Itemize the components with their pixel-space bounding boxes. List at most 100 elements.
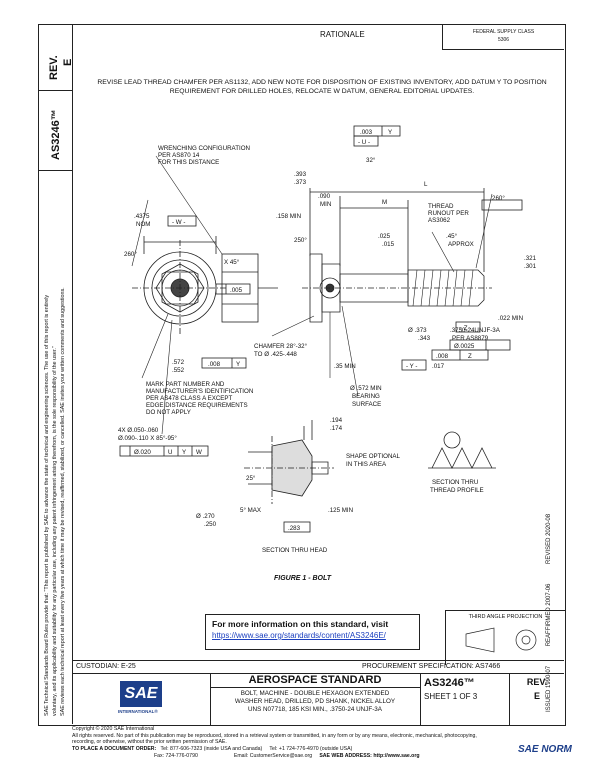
doc-number-box (38, 90, 72, 171)
dim-4375: .4375 (134, 213, 150, 220)
standard-cell: AEROSPACE STANDARD BOLT, MACHINE - DOUBL… (210, 673, 421, 725)
bearing-3: SURFACE (352, 401, 381, 408)
legal-line: SAE Technical Standards Board Rules prov… (44, 294, 50, 716)
section-head-view (244, 420, 334, 533)
dim-m: M (382, 199, 387, 206)
drawing-frame (38, 24, 566, 726)
rationale-heading: RATIONALE (320, 30, 365, 39)
dim-l: L (424, 181, 428, 188)
wrenching-note-3: FOR THIS DISTANCE (158, 159, 219, 166)
legal-line: voluntary, and its applicability and sui… (52, 346, 58, 716)
holes-fcf-w: W (196, 449, 202, 456)
mark-note-4: EDGE DISTANCE REQUIREMENTS (146, 402, 248, 409)
dim-125: .125 MIN (328, 507, 353, 514)
standard-description: BOLT, MACHINE - DOUBLE HEXAGON EXTENDED … (210, 688, 420, 714)
rights-notice: All rights reserved. No part of this pub… (72, 732, 477, 739)
tel-outside: Tel: +1 724-776-4970 (outside USA) (269, 746, 353, 752)
rev-label: REV. (48, 55, 60, 80)
mark-note-5: DO NOT APPLY (146, 409, 191, 416)
dim-174: .174 (330, 425, 343, 432)
third-angle-label: THIRD ANGLE PROJECTION (468, 614, 543, 620)
chamfer-note-2: TO Ø .425-.448 (254, 351, 297, 358)
angle-32: 32° (366, 157, 376, 164)
custodian: CUSTODIAN: E-25 (76, 663, 136, 670)
more-info-box: For more information on this standard, v… (205, 614, 420, 650)
dim-373: .373 (294, 179, 307, 186)
dim-5max: 5° MAX (240, 507, 261, 514)
doc-number-vertical: AS3246™ (50, 109, 62, 160)
angle-250: 250° (294, 237, 307, 244)
order-contacts: TO PLACE A DOCUMENT ORDER: Tel: 877-606-… (72, 746, 564, 759)
fcf-008b-datum: Z (468, 353, 472, 360)
top-fcf-datum: Y (388, 129, 392, 136)
thread-runout-2: RUNOUT PER (428, 210, 469, 217)
third-angle-projection: THIRD ANGLE PROJECTION (445, 610, 565, 665)
tel-inside: Tel: 877-606-7323 (inside USA and Canada… (160, 746, 263, 752)
thread-runout-1: THREAD (428, 203, 454, 210)
flange-side-view (221, 253, 278, 323)
dim-393: .393 (294, 171, 307, 178)
dim-017: .017 (432, 363, 445, 370)
dim-301: .301 (524, 263, 537, 270)
web-address[interactable]: SAE WEB ADDRESS: http://www.sae.org (319, 752, 420, 759)
rev-box (38, 24, 72, 91)
left-column (38, 24, 73, 724)
holes-fcf-u: U (168, 449, 172, 456)
thread-spec-1: .3750-24UNJF-3A (450, 327, 501, 334)
footer: Copyright © 2020 SAE International All r… (72, 726, 564, 776)
sae-logo-cell: SAE INTERNATIONAL® (72, 673, 211, 725)
datum-u: - U - (358, 139, 370, 146)
desc-line: BOLT, MACHINE - DOUBLE HEXAGON EXTENDED (240, 690, 390, 697)
top-dimensions (119, 125, 523, 457)
standard-title: AEROSPACE STANDARD (210, 673, 420, 688)
datum-w: - W - (172, 219, 185, 226)
bearing-1: Ø .572 MIN (350, 385, 382, 392)
mark-note-2: MANUFACTURER'S IDENTIFICATION (146, 388, 253, 395)
dim-343: .343 (418, 335, 431, 342)
rev-label-bottom: REV. (526, 677, 548, 687)
angle-45-approx-2: APPROX (448, 241, 474, 248)
supply-class-label: FEDERAL SUPPLY CLASS (472, 29, 535, 35)
bolt-body (302, 253, 492, 323)
dim-nom: NOM (136, 221, 150, 228)
dim-090: .090 (318, 193, 331, 200)
doc-number-cell: AS3246™ SHEET 1 OF 3 (420, 673, 510, 725)
fcf-0025: Ø.0025 (454, 343, 475, 350)
procurement-spec: PROCUREMENT SPECIFICATION: AS7466 (362, 663, 501, 670)
desc-line: WASHER HEAD, DRILLED, PD SHANK, NICKEL A… (234, 698, 396, 705)
dim-025: .025 (378, 233, 391, 240)
email[interactable]: Email: CustomerService@sae.org (233, 752, 313, 759)
shape-note-1: SHAPE OPTIONAL (346, 453, 401, 460)
dim-35: .35 MIN (334, 363, 356, 370)
title-block: CUSTODIAN: E-25 PROCUREMENT SPECIFICATIO… (72, 660, 564, 725)
rev-value-bottom: E (533, 691, 540, 701)
fcf-005: .005 (230, 287, 243, 294)
dim-022: .022 MIN (498, 315, 523, 322)
dim-270: Ø .270 (196, 513, 215, 520)
fax: Fax: 724-776-0790 (154, 752, 198, 759)
rev-value: E (62, 58, 74, 66)
dim-321: .321 (524, 255, 537, 262)
leader-lines (131, 155, 493, 435)
angle-260a: 260° (124, 251, 137, 258)
rev-cell: REV. E (510, 673, 564, 725)
supply-class-value: 5306 (497, 37, 510, 43)
desc-line: UNS N07718, 185 KSI MIN., .3750-24 UNJF-… (247, 706, 383, 713)
supply-class-box: FEDERAL SUPPLY CLASS 5306 (442, 24, 564, 50)
holes-fcf-tol: Ø.020 (134, 449, 151, 456)
angle-45-approx-1: .45° (446, 233, 458, 240)
holes-fcf-y: Y (182, 449, 186, 456)
sae-logo-subtitle: INTERNATIONAL® (118, 709, 158, 714)
top-fcf-tol: .003 (360, 129, 373, 136)
standard-link[interactable]: https://www.sae.org/standards/content/AS… (212, 631, 386, 640)
dim-552: .552 (172, 367, 185, 374)
legal-notice: SAE Technical Standards Board Rules prov… (43, 176, 67, 716)
rationale-text: REVISE LEAD THREAD CHAMFER PER AS1132, A… (97, 79, 547, 95)
thread-spec-2: PER AS8879 (452, 335, 489, 342)
dim-min: MIN (320, 201, 331, 208)
doc-number: AS3246™ (424, 677, 475, 689)
angle-45x: X 45° (224, 259, 240, 266)
rights-notice-2: recording, or otherwise, without the pri… (72, 739, 227, 746)
bolt-drawing: WRENCHING CONFIGURATION PER AS870 14 FOR… (118, 125, 537, 582)
thread-profile-view (428, 431, 496, 469)
